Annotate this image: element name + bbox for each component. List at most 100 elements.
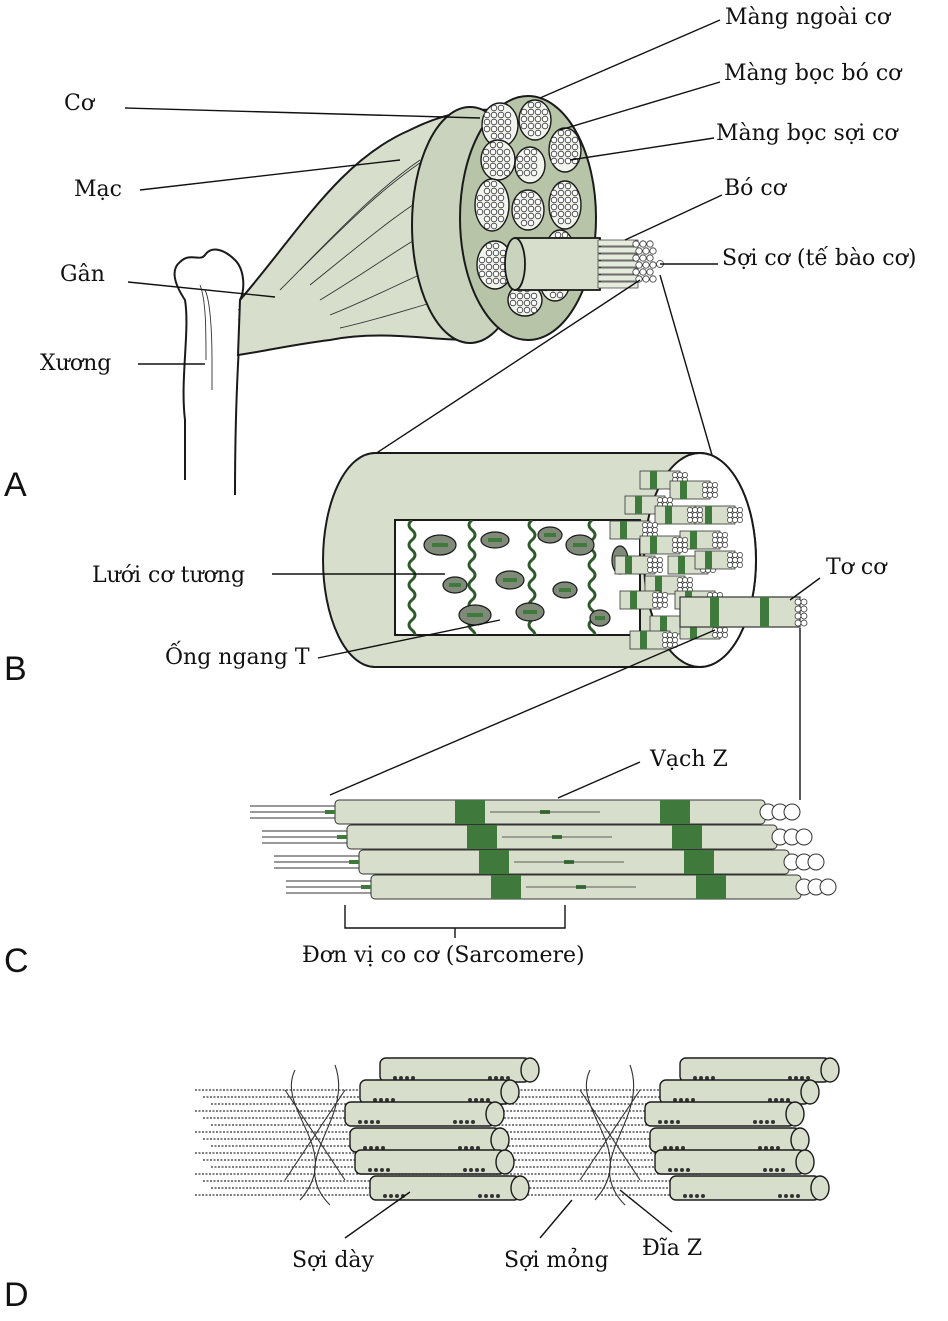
myosin-head (374, 1168, 378, 1172)
myosin-head (758, 1146, 762, 1150)
myofilament-end (732, 557, 738, 563)
thick-filament-end (785, 1101, 805, 1127)
myosin-head (381, 1146, 385, 1150)
thick-filament (679, 1057, 840, 1083)
myosin-head (405, 1076, 409, 1080)
thick-filament-end (810, 1175, 830, 1201)
myosin-head (685, 1098, 689, 1102)
myofilament-end (657, 592, 663, 598)
myofibril-row (250, 799, 801, 825)
myosin-head (411, 1076, 415, 1080)
fascicle (514, 146, 546, 184)
leader-gan (127, 281, 276, 298)
myofilament-end (682, 582, 688, 588)
fascicle (476, 240, 514, 290)
myofilament-end (702, 487, 708, 493)
a-band (696, 875, 726, 899)
myofilament-end (697, 512, 703, 518)
muscle-fiber-dot (490, 187, 498, 195)
myofilament-end (667, 632, 673, 638)
myofilament-end (677, 542, 683, 548)
muscle-fiber-dot (476, 201, 484, 209)
muscle-fiber-dot (550, 150, 558, 158)
muscle-fiber-dot (496, 155, 504, 163)
muscle-fiber-dot (503, 169, 511, 177)
muscle-fiber-dot (483, 180, 491, 188)
a-band (660, 800, 690, 824)
thick-filament (644, 1101, 805, 1127)
muscle-fiber-dot (497, 215, 505, 223)
myofibril (619, 590, 668, 610)
myofilament-end (682, 537, 688, 543)
myosin-head (389, 1194, 393, 1198)
myosin-head (496, 1194, 500, 1198)
reticulum-band (503, 578, 517, 582)
myosin-head (494, 1076, 498, 1080)
panel-d: Sợi dày Sợi mỏng Đĩa Z D (4, 1057, 840, 1314)
label-dia-z: Đĩa Z (642, 1236, 702, 1261)
muscle-fiber-dot (504, 118, 512, 126)
muscle-fiber-dot (490, 201, 498, 209)
z-line-mark (337, 835, 347, 839)
muscle-fiber-dot (550, 189, 558, 197)
sarcoplasmic-reticulum (407, 520, 629, 635)
fascicle (518, 99, 552, 141)
muscle-fiber-dot (557, 203, 565, 211)
myosin-head (790, 1194, 794, 1198)
muscle-fiber-dot (520, 219, 528, 227)
myofilament-end (717, 542, 723, 548)
muscle-fiber-dot (483, 125, 491, 133)
muscle-fiber-dot (534, 212, 542, 220)
fiber-end (646, 254, 654, 262)
myosin-head (395, 1194, 399, 1198)
muscle-fiber-dot (490, 180, 498, 188)
myofilament-end (732, 562, 738, 568)
myofilament-end (677, 472, 683, 478)
reticulum-band (573, 543, 587, 547)
label-bo-co: Bó cơ (724, 176, 788, 201)
label-don-vi-co-co: Đơn vị co cơ (Sarcomere) (302, 943, 585, 968)
myosin-head (386, 1168, 390, 1172)
label-mac: Mạc (74, 177, 122, 202)
fiber-strand (597, 274, 639, 282)
myosin-head (663, 1146, 667, 1150)
muscle-fiber-dot (550, 136, 558, 144)
fascicle (548, 127, 582, 173)
myofilament-end (682, 577, 688, 583)
myosin-head (490, 1194, 494, 1198)
myosin-head (465, 1120, 469, 1124)
t-tubule (467, 520, 477, 635)
muscle-fiber-dot (564, 129, 572, 137)
muscle-fiber-dot (571, 136, 579, 144)
protruding-end (794, 598, 802, 606)
muscle-fiber-dot (509, 299, 517, 307)
myofilament-end (692, 512, 698, 518)
myofilament-end (717, 532, 723, 538)
muscle-fiber-dot (483, 118, 491, 126)
muscle-fiber-dot (483, 222, 491, 230)
muscle-fiber-dot (483, 201, 491, 209)
muscle-fiber-dot (520, 205, 528, 213)
fiber-end (639, 268, 647, 276)
muscle-fiber-dot (571, 210, 579, 218)
muscle-fiber-dot (549, 291, 557, 299)
protruding-myofibril (679, 596, 808, 628)
muscle-fiber-dot (482, 162, 490, 170)
muscle-fiber-dot (556, 291, 564, 299)
muscle-fiber-dot (550, 157, 558, 165)
protruding-end (800, 598, 808, 606)
myofilament-end (672, 542, 678, 548)
myosin-head (380, 1168, 384, 1172)
z-line-mark (349, 860, 359, 864)
fiber-end (635, 275, 643, 283)
muscle-fiber-dot (492, 242, 500, 250)
myofilament-end (647, 557, 653, 563)
myosin-head (781, 1168, 785, 1172)
muscle-fiber-dot (478, 256, 486, 264)
muscle-fiber-dot (520, 198, 528, 206)
muscle-fiber-dot (564, 217, 572, 225)
myofilament-end (662, 642, 668, 648)
thick-filaments (344, 1057, 840, 1201)
myosin-head (664, 1120, 668, 1124)
myosin-head (670, 1120, 674, 1124)
